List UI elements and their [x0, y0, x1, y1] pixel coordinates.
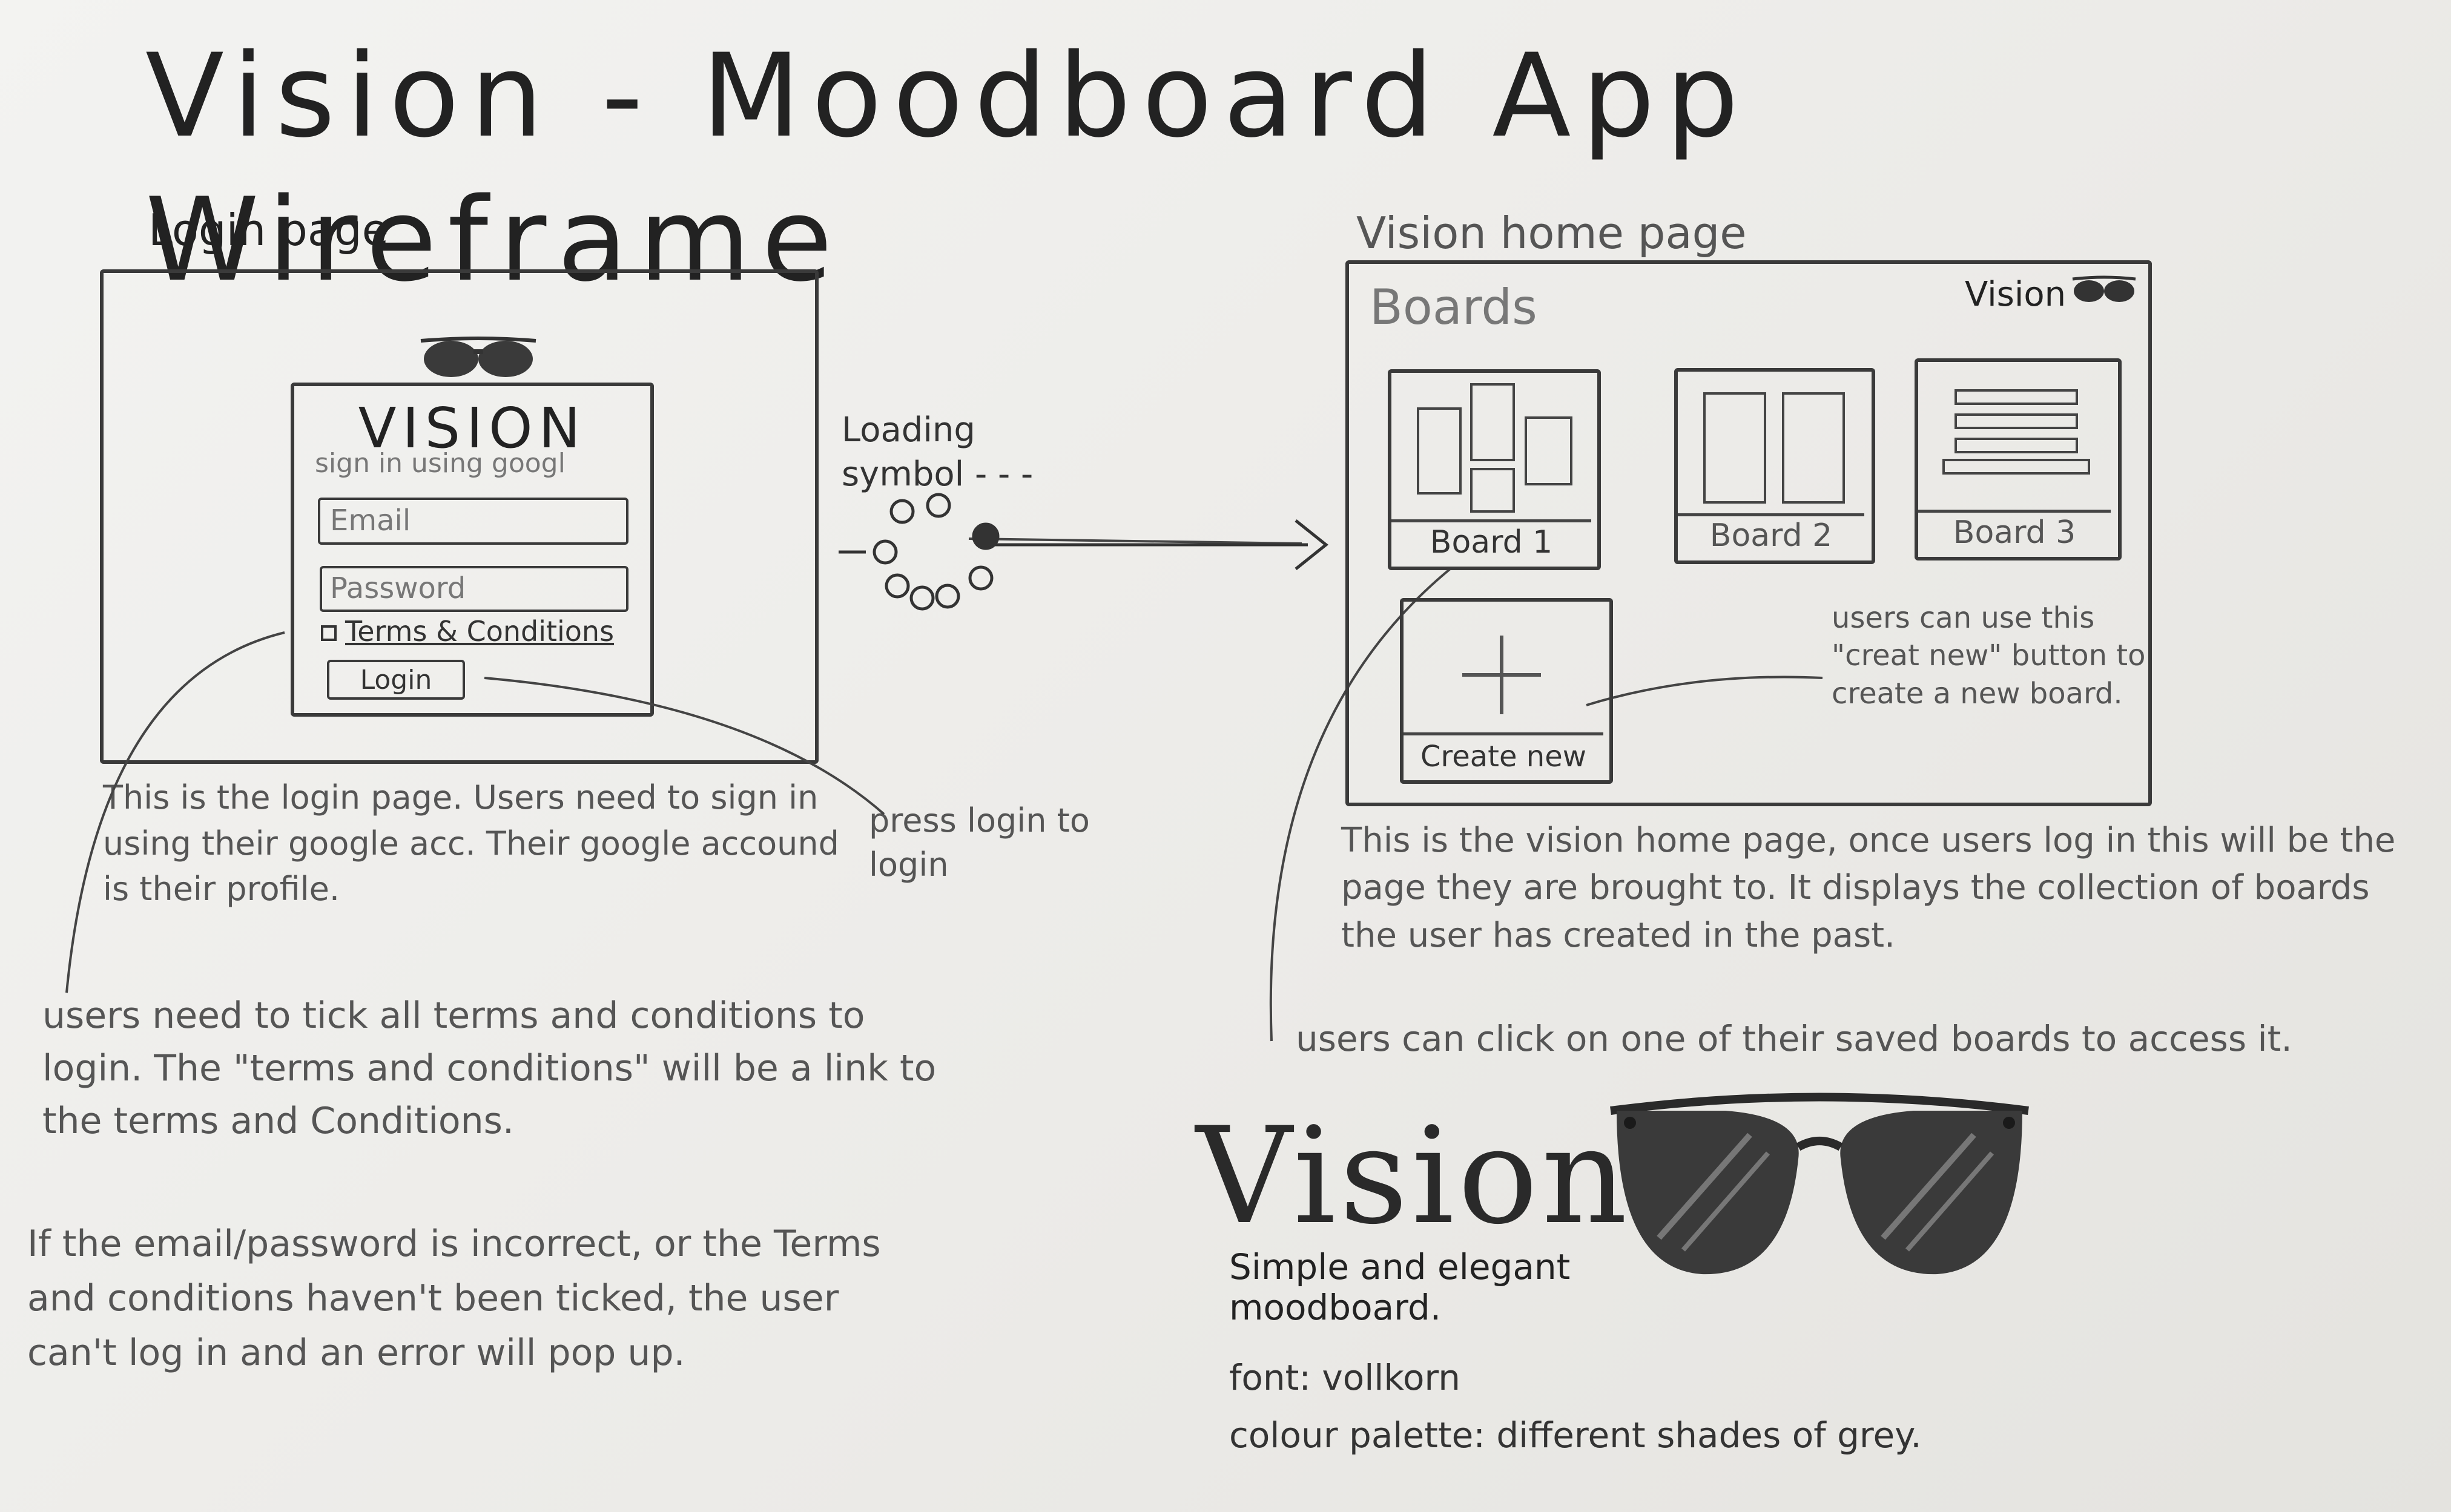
email-field[interactable] [318, 498, 628, 545]
note-click-board: users can click on one of their saved bo… [1296, 1018, 2292, 1059]
note-login-page: This is the login page. Users need to si… [103, 778, 839, 909]
plus-icon [1462, 636, 1541, 714]
brand-logo: Vision [1196, 1099, 1631, 1254]
terms-checkbox[interactable] [321, 625, 337, 641]
password-placeholder: Password [330, 571, 466, 605]
terms-link[interactable]: Terms & Conditions [345, 615, 615, 648]
create-new-label: Create new [1404, 732, 1603, 778]
board-1-thumbnail [1417, 383, 1572, 513]
loading-label: Loading symbol - - - [842, 410, 1034, 494]
login-page-frame [100, 269, 819, 764]
email-placeholder: Email [330, 504, 411, 537]
note-terms: users need to tick all terms and conditi… [42, 994, 937, 1142]
board-card-2[interactable] [1674, 368, 1875, 564]
note-press-login: press login to login [869, 801, 1090, 884]
sunglasses-icon [1610, 1093, 2029, 1275]
board-2-thumbnail [1703, 392, 1845, 504]
board-label-3: Board 3 [1918, 510, 2111, 553]
brand-tagline: Simple and elegant moodboard. [1229, 1246, 1571, 1328]
note-home-page: This is the vision home page, once users… [1341, 821, 2396, 955]
board-card-1[interactable] [1388, 369, 1601, 570]
login-section-label: Login page [148, 205, 389, 255]
home-section-label: Vision home page [1356, 208, 1747, 258]
home-header-title: Boards [1370, 279, 1537, 335]
password-field[interactable] [320, 566, 628, 612]
login-brand: VISION [358, 396, 587, 461]
login-card [291, 383, 654, 717]
brand-font: font: vollkorn [1229, 1357, 1461, 1398]
login-button[interactable]: Login [327, 660, 465, 700]
home-brand: Vision [1965, 275, 2067, 314]
note-error: If the email/password is incorrect, or t… [27, 1223, 881, 1374]
sunglasses-icon [2072, 275, 2136, 302]
board-label-2: Board 2 [1678, 513, 1864, 555]
create-new-board-button[interactable] [1400, 598, 1613, 784]
board-label-1: Board 1 [1391, 519, 1591, 562]
login-subtitle: sign in using googl [315, 448, 566, 479]
board-3-thumbnail [1942, 389, 2090, 475]
brand-palette: colour palette: different shades of grey… [1229, 1415, 1922, 1456]
sunglasses-icon [420, 337, 536, 377]
loading-spinner-icon [839, 493, 1000, 611]
arrow-right-icon [993, 519, 1329, 570]
board-card-3[interactable] [1915, 358, 2122, 560]
page-title: Vision - Moodboard App Wireframe [145, 29, 1750, 307]
home-page-frame [1345, 260, 2152, 806]
note-create-new: users can use this "creat new" button to… [1832, 601, 2146, 711]
